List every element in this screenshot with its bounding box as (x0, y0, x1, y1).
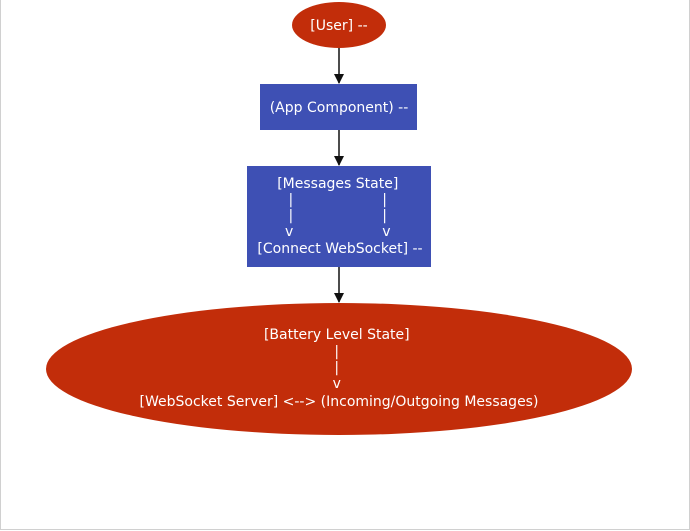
node-app-component: (App Component) -- (260, 84, 417, 130)
node-messages-state-text: [Messages State] | | | | v v [Connect We… (257, 176, 422, 257)
node-user-label: [User] -- (310, 18, 367, 34)
messages-state-connect-websocket: [Connect WebSocket] -- (257, 241, 422, 257)
node-app-component-shape (260, 84, 417, 130)
node-battery-level-state-text: [Battery Level State] | | v [WebSocket S… (140, 327, 539, 410)
messages-state-title: [Messages State] (277, 176, 398, 192)
node-user: [User] -- (292, 2, 386, 48)
battery-level-state-arrow: v (333, 376, 341, 392)
battery-level-state-pipe-2: | (334, 360, 339, 376)
battery-level-state-pipe-1: | (334, 344, 339, 360)
node-messages-state-shape (247, 166, 431, 267)
node-battery-level-state-shape (46, 303, 632, 435)
node-battery-level-state: [Battery Level State] | | v [WebSocket S… (46, 303, 632, 435)
node-app-component-label: (App Component) -- (270, 100, 409, 116)
messages-state-pipe-row-2: | | (289, 208, 387, 224)
battery-level-state-title: [Battery Level State] (264, 327, 410, 343)
battery-level-state-websocket-server: [WebSocket Server] <--> (Incoming/Outgoi… (140, 394, 539, 410)
messages-state-arrow-row: v v (285, 224, 391, 240)
messages-state-pipe-row-1: | | (289, 192, 387, 208)
node-messages-state: [Messages State] | | | | v v [Connect We… (247, 166, 431, 267)
node-user-shape (292, 2, 386, 48)
